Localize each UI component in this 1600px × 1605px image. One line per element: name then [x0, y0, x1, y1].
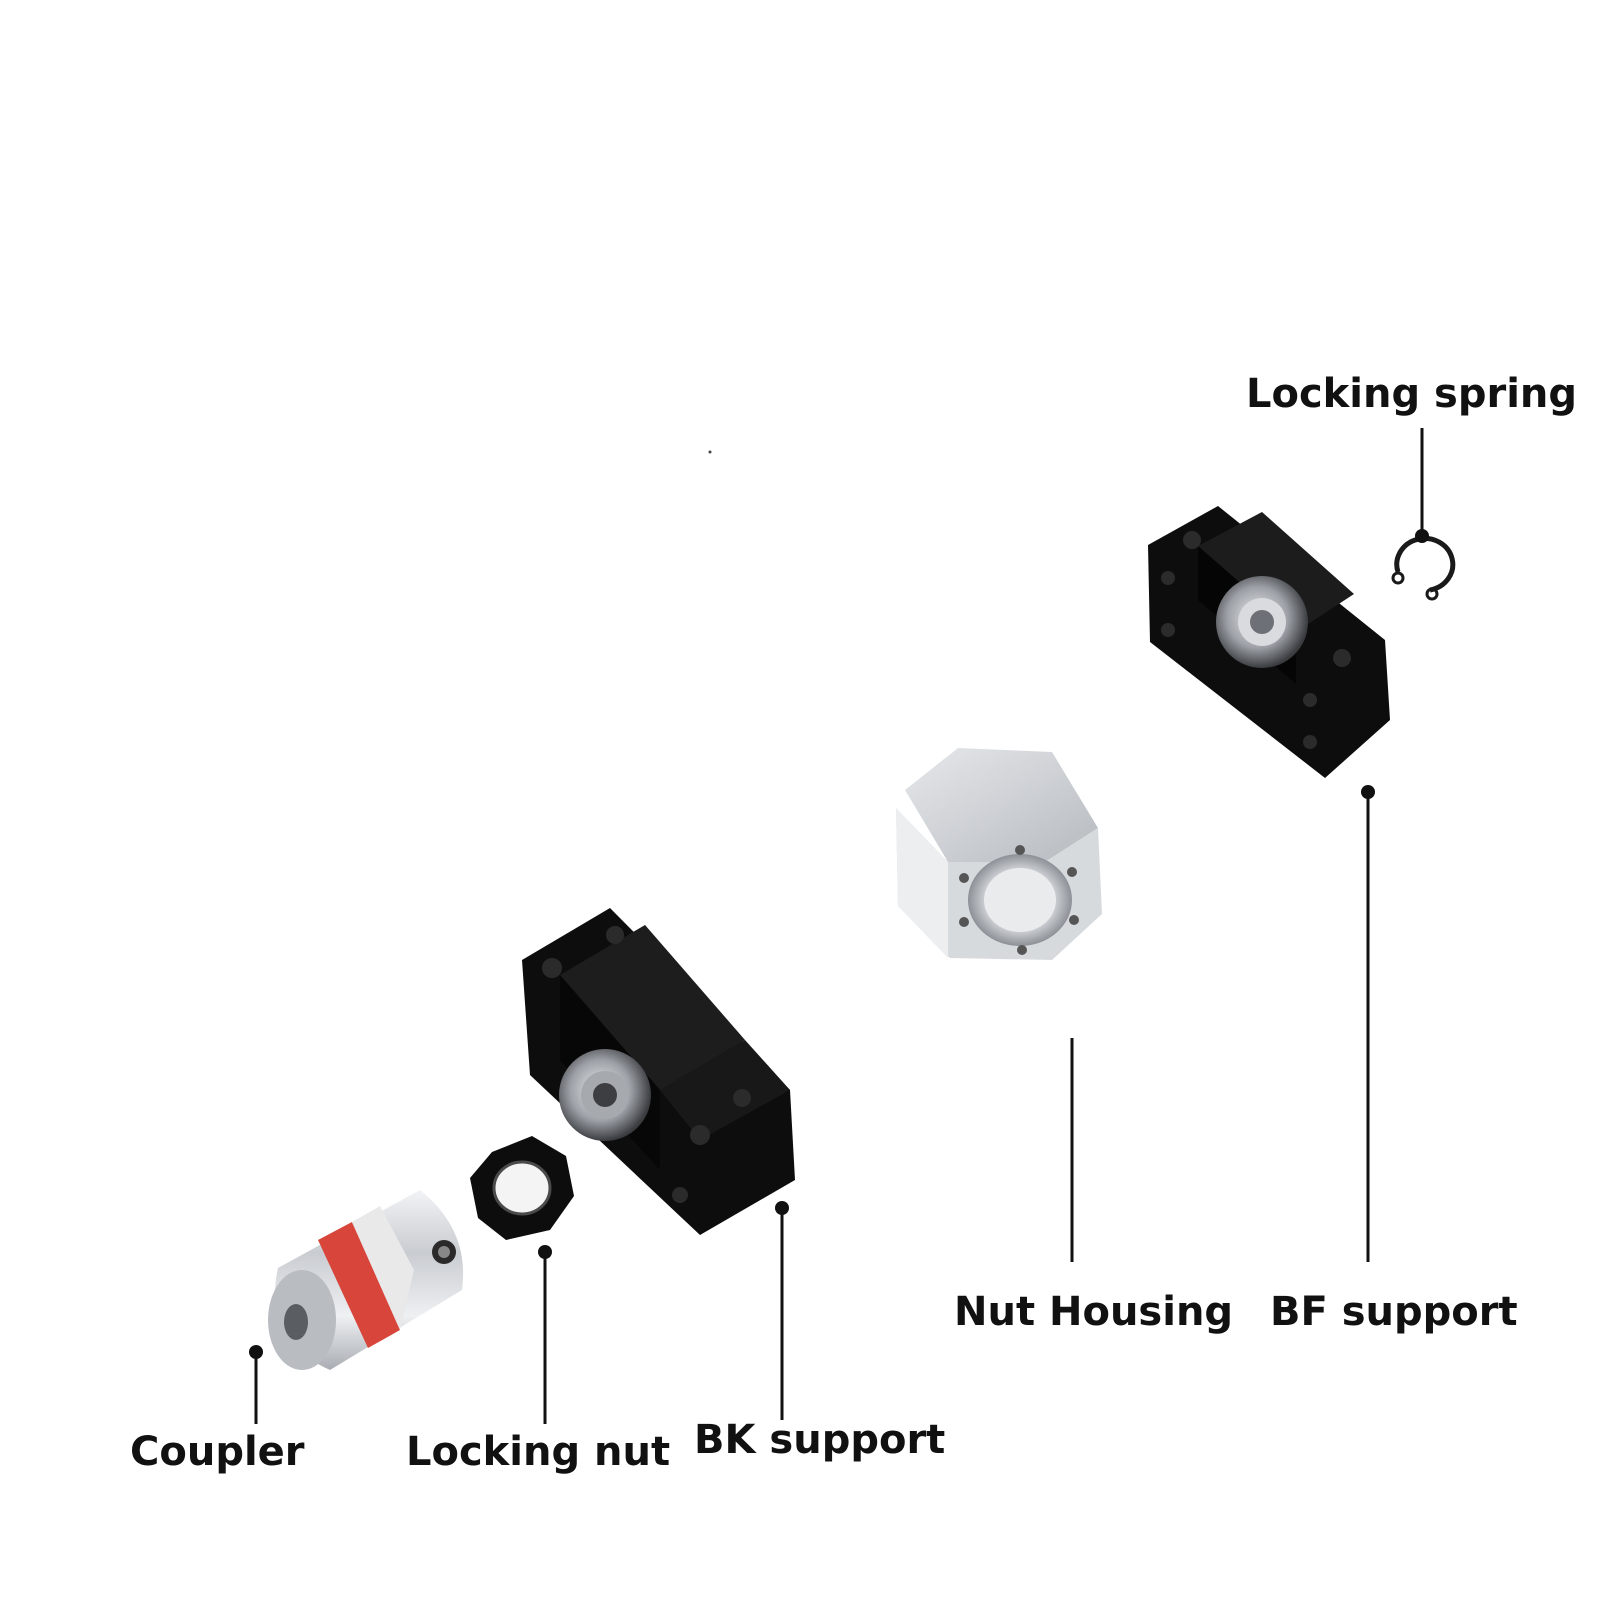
- locking-spring-part: [1391, 535, 1456, 601]
- bk-support-part: [522, 908, 795, 1235]
- label-bf-support: BF support: [1270, 1289, 1518, 1335]
- bf-support-part: [1148, 506, 1390, 778]
- leader-lines: [249, 428, 1429, 1424]
- label-bk-support: BK support: [694, 1417, 946, 1463]
- coupler-part: [268, 1190, 464, 1370]
- stray-dot: [708, 450, 712, 454]
- label-nut-housing: Nut Housing: [954, 1289, 1234, 1335]
- label-locking-nut: Locking nut: [406, 1429, 671, 1475]
- label-coupler: Coupler: [130, 1429, 305, 1475]
- locking-nut-part: [470, 1136, 574, 1240]
- nut-housing-part: [896, 748, 1102, 960]
- label-locking-spring: Locking spring: [1246, 371, 1578, 417]
